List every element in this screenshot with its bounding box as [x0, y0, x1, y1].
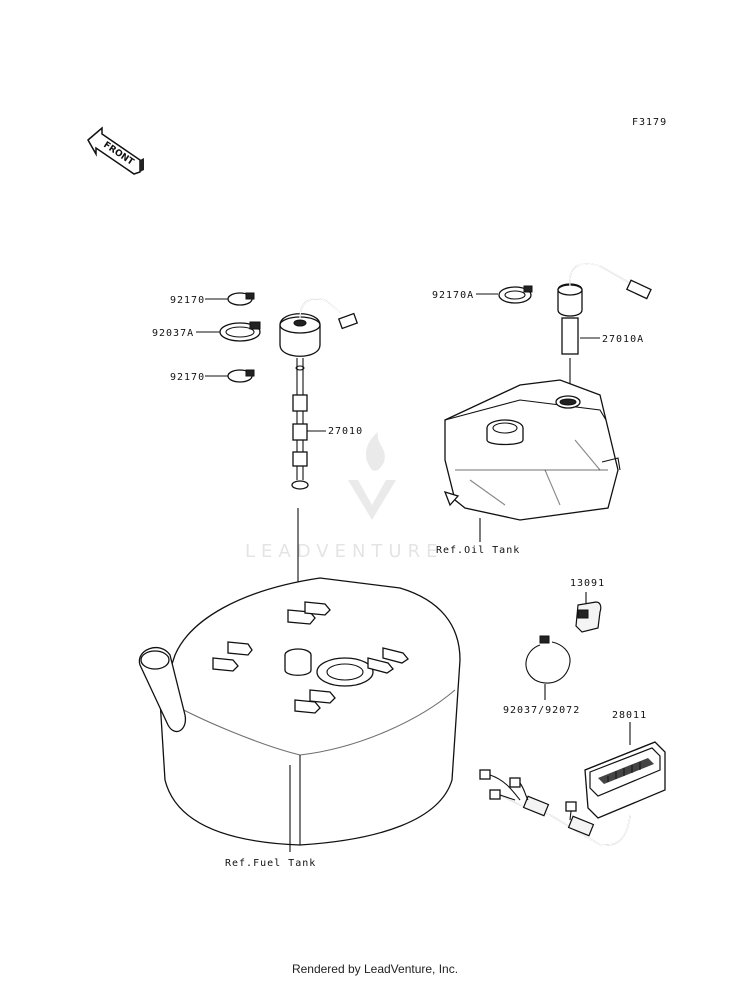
watermark-logo: LEADVENTURE: [245, 432, 443, 562]
part-label-13091: 13091: [570, 578, 605, 589]
diagram-code: F3179: [632, 117, 667, 128]
fuel-tank: [138, 577, 461, 852]
oil-tank: [443, 379, 621, 542]
oil-sender-assembly: [498, 263, 652, 392]
footer-credit: Rendered by LeadVenture, Inc.: [291, 962, 459, 976]
band-92037-92072: [525, 635, 571, 700]
part-label-92037-92072: 92037/92072: [503, 705, 580, 716]
ref-oil-tank: Ref.Oil Tank: [436, 545, 520, 556]
watermark-text: LEADVENTURE: [245, 541, 443, 562]
part-label-92170-bottom: 92170: [170, 372, 205, 383]
clamp-92037A: [219, 321, 261, 342]
part-label-92170A: 92170A: [432, 290, 474, 301]
fuel-sender-assembly: [219, 292, 359, 648]
clamp-92170-top: [227, 292, 255, 306]
clamp-92170-bottom: [227, 369, 255, 383]
part-label-28011: 28011: [612, 710, 647, 721]
front-arrow-icon: FRONT: [87, 126, 144, 175]
part-label-92170-top: 92170: [170, 295, 205, 306]
bracket-13091: [575, 592, 602, 633]
ref-fuel-tank: Ref.Fuel Tank: [225, 858, 316, 869]
part-label-27010: 27010: [328, 426, 363, 437]
part-label-92037A: 92037A: [152, 328, 194, 339]
fuel-tank-slots: [212, 601, 409, 714]
meter-28011: [479, 722, 666, 846]
clamp-92170A: [498, 285, 533, 304]
part-label-27010A: 27010A: [602, 334, 644, 345]
